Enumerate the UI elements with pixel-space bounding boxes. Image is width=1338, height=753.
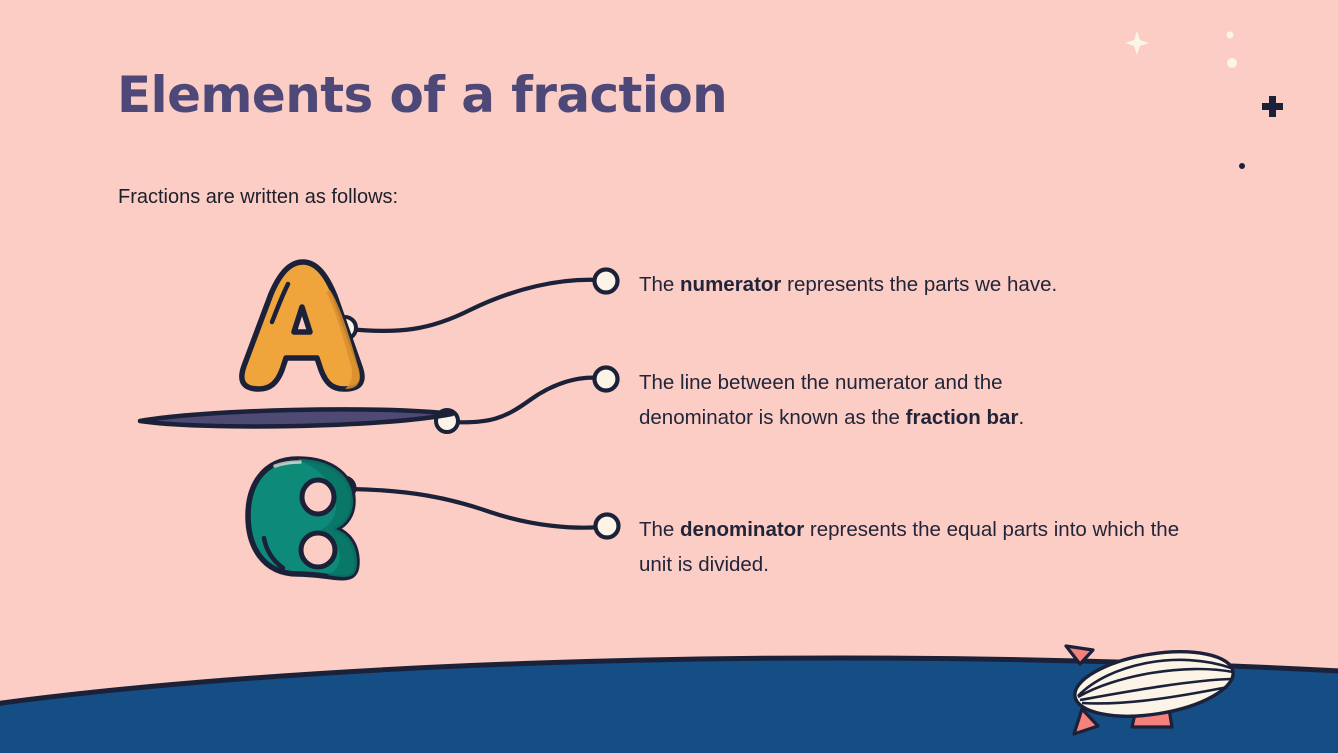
page-title: Elements of a fraction xyxy=(117,66,728,124)
callout-term: denominator xyxy=(680,518,805,541)
intro-text: Fractions are written as follows: xyxy=(118,186,399,208)
callout-prefix: The line between the numerator and the d… xyxy=(639,371,1003,429)
dot-cream-icon xyxy=(1226,31,1234,39)
connector-dot-small xyxy=(434,408,460,434)
curved-ground xyxy=(0,655,1338,753)
callout-suffix: . xyxy=(1018,406,1025,429)
connector-dot-large xyxy=(593,512,621,540)
connector-dot-large xyxy=(592,267,620,295)
connector-dot-small xyxy=(332,315,358,341)
sparkle-cream-plus-icon xyxy=(1125,31,1149,55)
callout-suffix: represents the equal parts into which th… xyxy=(639,518,1180,576)
callout-numerator: The numerator represents the parts we ha… xyxy=(639,267,1199,302)
dot-navy-icon xyxy=(1239,163,1245,169)
dot-cream-icon xyxy=(1227,58,1237,68)
connector-denominator xyxy=(331,475,621,540)
callout-prefix: The xyxy=(639,518,681,541)
sparkle-navy-plus-icon xyxy=(1262,96,1283,117)
callout-denominator: The denominator represents the equal par… xyxy=(639,512,1199,582)
callout-fraction-bar: The line between the numerator and the d… xyxy=(639,365,1109,435)
callout-term: fraction bar xyxy=(905,406,1019,429)
fraction-bar-graphic xyxy=(137,407,455,429)
blimp-illustration xyxy=(1064,644,1235,736)
connector-dot-small xyxy=(331,475,357,501)
callout-prefix: The xyxy=(639,273,681,296)
numerator-letter-graphic xyxy=(239,259,365,392)
callout-suffix: represents the parts we have. xyxy=(781,273,1058,296)
denominator-letter-graphic xyxy=(245,456,360,581)
connector-dot-large xyxy=(592,365,620,393)
callout-term: numerator xyxy=(680,273,782,296)
connector-fraction-bar xyxy=(434,365,620,434)
connector-numerator xyxy=(332,267,620,341)
